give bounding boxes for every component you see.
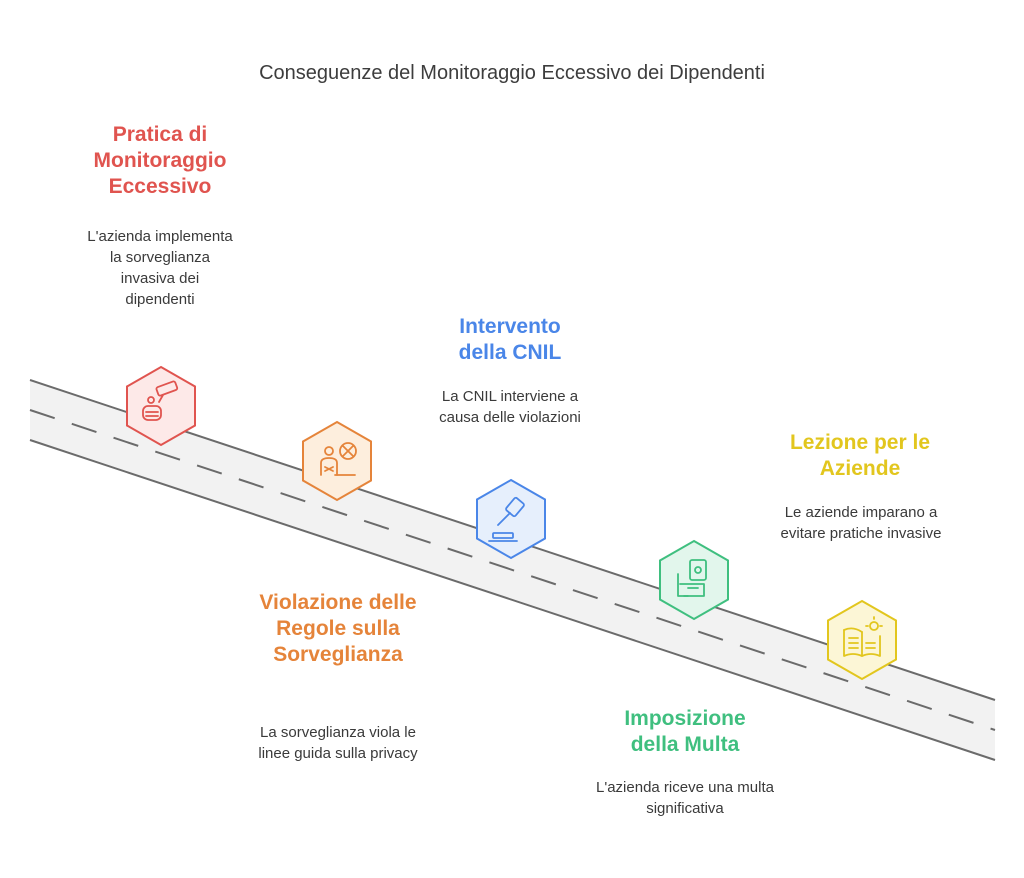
surveillance-camera-icon (142, 380, 179, 421)
step-2-marker (302, 420, 372, 502)
rule-violation-icon (320, 442, 357, 476)
step-1-description: L'azienda implementa la sorveglianza inv… (87, 228, 233, 308)
step-1-marker (126, 365, 196, 447)
step-1-title: Pratica di Monitoraggio Eccessivo (93, 123, 227, 198)
road-edge-bottom (29, 439, 996, 761)
diagram-title: Conseguenze del Monitoraggio Eccessivo d… (259, 62, 765, 84)
step-2-title: Violazione delle Regole sulla Sorveglian… (259, 591, 417, 666)
step-2-description: La sorveglianza viola le linee guida sul… (258, 724, 418, 762)
step-5-marker (827, 599, 897, 681)
step-3-title: Intervento della CNIL (458, 315, 562, 364)
gavel-icon (488, 496, 525, 542)
fine-payment-icon (677, 559, 707, 597)
step-4-title: Imposizione della Multa (624, 707, 746, 756)
step-4-description: L'azienda riceve una multa significativa (596, 779, 774, 817)
road-center-dash (29, 409, 996, 731)
step-3-description: La CNIL interviene a causa delle violazi… (439, 388, 581, 426)
step-1-hexagon (126, 365, 196, 447)
step-5-description: Le aziende imparano a evitare pratiche i… (780, 504, 942, 542)
lesson-book-icon (843, 616, 883, 657)
step-3-marker (476, 478, 546, 560)
step-5-title: Lezione per le Aziende (789, 431, 931, 480)
step-4-marker (659, 539, 729, 621)
